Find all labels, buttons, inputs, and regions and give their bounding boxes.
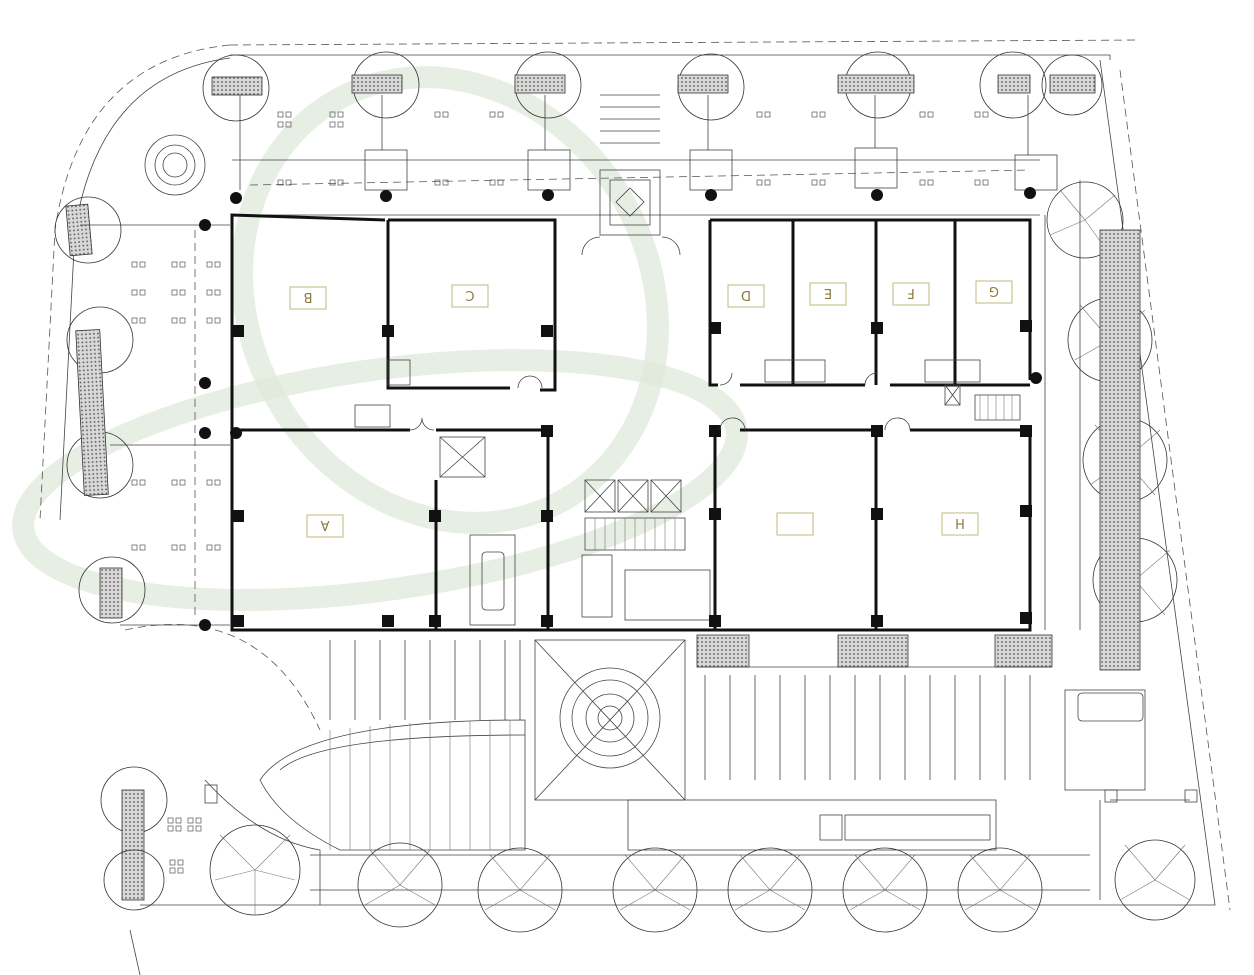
unit-label-f: F <box>907 285 914 300</box>
north-walkway <box>232 94 1058 236</box>
curved-ramp <box>204 719 526 905</box>
service-core <box>354 359 1021 621</box>
structural-columns <box>199 187 1042 631</box>
street-trees-west <box>54 196 168 911</box>
car-parking-stall <box>469 534 516 626</box>
fountain <box>144 134 206 196</box>
unit-label-d: D <box>741 287 751 302</box>
unit-label-a: A <box>320 517 329 532</box>
parking-lots <box>329 640 1146 851</box>
unit-labels: B C D E F G A H <box>289 280 1013 538</box>
central-plaza <box>534 639 686 801</box>
seating-north <box>277 111 989 186</box>
unit-label-c: C <box>465 287 474 302</box>
unit-label-h: H <box>955 515 965 530</box>
unit-label-b: B <box>304 289 313 304</box>
unit-label-e: E <box>824 285 832 300</box>
street-trees-south <box>209 789 1198 933</box>
south-planters <box>696 634 1053 668</box>
seating-southwest <box>167 817 202 874</box>
unit-label-g: G <box>989 283 999 298</box>
street-trees-east <box>1044 180 1178 671</box>
doors <box>409 236 911 431</box>
watermark <box>12 66 748 611</box>
street-trees-north <box>202 51 1103 122</box>
seating-west <box>80 224 230 626</box>
